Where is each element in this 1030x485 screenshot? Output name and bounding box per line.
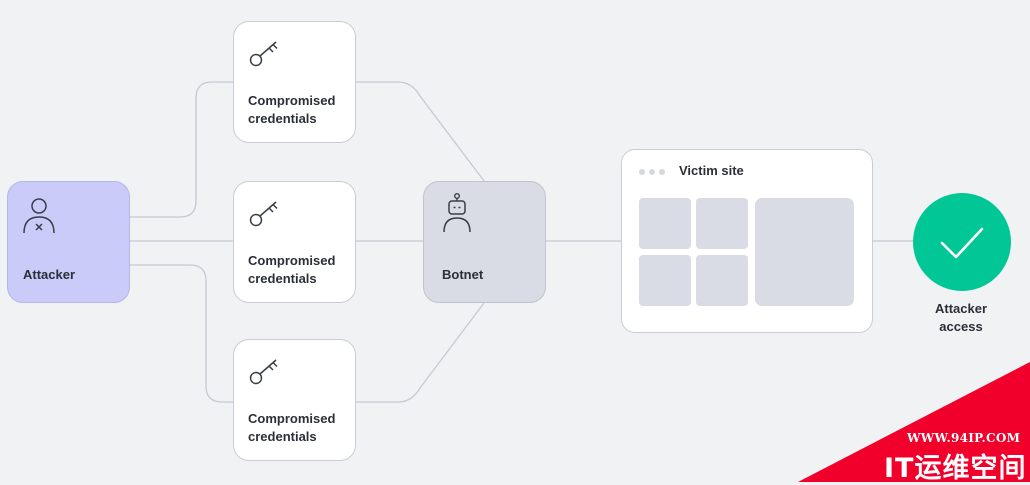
- connector-attacker-to-cred-3: [130, 264, 233, 403]
- credentials-node-1: Compromised credentials: [233, 21, 356, 143]
- credentials-label-line-1: Compromised: [248, 253, 336, 268]
- credentials-node-2: Compromised credentials: [233, 181, 356, 303]
- credentials-label-line-2: credentials: [248, 110, 317, 126]
- attacker-access-label-line-2: access: [939, 318, 983, 334]
- content-tile: [639, 255, 691, 306]
- key-icon: [248, 198, 280, 233]
- content-tile-large: [755, 198, 854, 306]
- attacker-access-node: [913, 193, 1011, 291]
- credentials-label: Compromised credentials: [248, 92, 335, 127]
- content-tile: [639, 198, 691, 249]
- key-icon: [248, 356, 280, 391]
- window-dot: [659, 169, 665, 175]
- credentials-label-line-1: Compromised: [248, 93, 336, 108]
- window-dot: [639, 169, 645, 175]
- credentials-label: Compromised credentials: [248, 252, 335, 287]
- key-icon: [248, 38, 280, 73]
- botnet-label: Botnet: [442, 267, 484, 282]
- connector-cred-3-to-botnet: [356, 302, 485, 403]
- connector-cred-1-to-botnet: [356, 81, 485, 182]
- attacker-node: Attacker: [7, 181, 130, 303]
- robot-icon: [440, 193, 474, 238]
- credentials-label-line-2: credentials: [248, 270, 317, 286]
- attacker-access-label-line-1: Attacker: [934, 301, 988, 316]
- attacker-access-label: Attacker access: [916, 300, 1006, 335]
- content-tile: [696, 198, 748, 249]
- person-x-icon: [21, 196, 57, 239]
- attacker-label: Attacker: [23, 267, 76, 282]
- checkmark-icon: [936, 216, 988, 273]
- credentials-label-line-1: Compromised: [248, 411, 336, 426]
- victim-site-title: Victim site: [679, 163, 744, 178]
- botnet-node: Botnet: [423, 181, 546, 303]
- credentials-node-3: Compromised credentials: [233, 339, 356, 461]
- browser-dots-icon: [639, 169, 665, 175]
- connector-attacker-to-cred-1: [130, 81, 233, 218]
- credentials-label-line-2: credentials: [248, 428, 317, 444]
- credentials-label: Compromised credentials: [248, 410, 335, 445]
- victim-site-window: Victim site: [621, 149, 873, 333]
- window-dot: [649, 169, 655, 175]
- content-tile: [696, 255, 748, 306]
